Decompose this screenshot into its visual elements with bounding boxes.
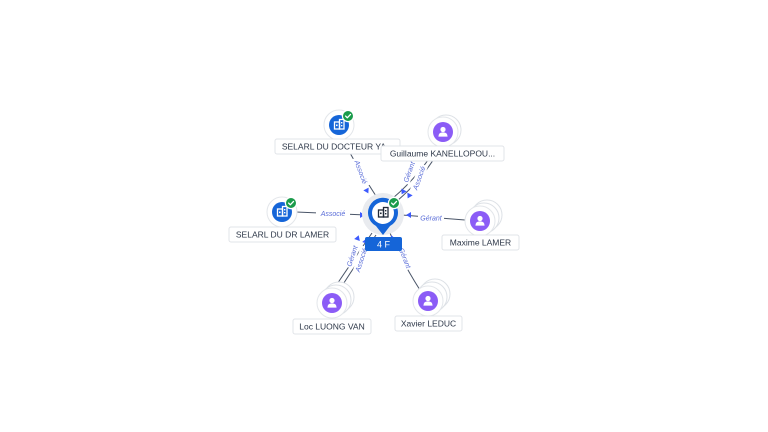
verified-check-icon (387, 196, 401, 210)
node-guillaume[interactable]: Guillaume KANELLOPOU... (380, 114, 505, 162)
node-selarl-dr-lamer[interactable]: SELARL DU DR LAMER (228, 196, 337, 243)
center-badge (365, 237, 402, 251)
node-label: Xavier LEDUC (401, 319, 456, 329)
edge-label-gerant: Gérant (420, 216, 442, 223)
node-maxime[interactable]: Maxime LAMER (441, 199, 520, 251)
verified-check-icon (341, 109, 355, 123)
node-label: SELARL DU DR LAMER (236, 230, 329, 240)
node-xavier[interactable]: Xavier LEDUC (394, 278, 463, 332)
node-label: Guillaume KANELLOPOU... (390, 149, 495, 159)
node-selarl-docteur[interactable]: SELARL DU DOCTEUR YA... (274, 109, 401, 155)
node-loc[interactable]: Loc LUONG VAN (292, 281, 372, 335)
edge-selarl-dr-lamer[interactable]: Associé (295, 208, 367, 219)
verified-check-icon (284, 196, 298, 210)
edge-maxime[interactable]: Gérant (401, 212, 466, 223)
node-label: Maxime LAMER (450, 238, 511, 248)
center-badge-label: 4 F (377, 240, 391, 250)
center-node[interactable]: 4 F (362, 193, 404, 251)
node-label: Loc LUONG VAN (299, 322, 365, 332)
edge-label-associe: Associé (320, 211, 346, 218)
node-label: SELARL DU DOCTEUR YA... (282, 142, 393, 152)
